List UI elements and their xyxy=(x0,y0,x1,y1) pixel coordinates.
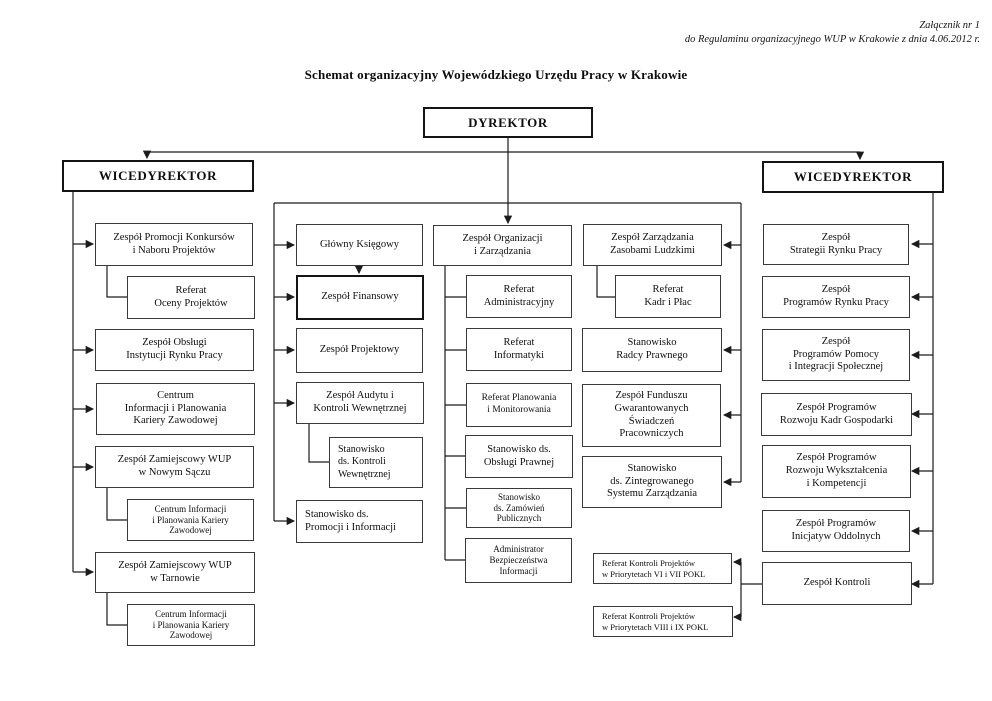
attachment-annotation: Załącznik nr 1 do Regulaminu organizacyj… xyxy=(685,19,980,47)
org-box-stanowisko-radcy-prawnego: Stanowisko Radcy Prawnego xyxy=(582,328,722,372)
org-box-zespol-kontroli: Zespół Kontroli xyxy=(762,562,912,605)
org-box-wicedyrektor-left: WICEDYREKTOR xyxy=(62,160,254,192)
attachment-annotation-line2: do Regulaminu organizacyjnego WUP w Krak… xyxy=(684,34,980,46)
org-box-glowny-ksiegowy: Główny Księgowy xyxy=(296,224,423,266)
org-box-zespol-zamiejscowy-nowy-sacz: Zespół Zamiejscowy WUP w Nowym Sączu xyxy=(95,446,254,488)
org-box-administrator-bezpieczenstwa: Administrator Bezpieczeństwa Informacji xyxy=(465,538,572,583)
org-box-referat-oceny-projektow: Referat Oceny Projektów xyxy=(127,276,255,319)
org-box-zespol-obslugi-instytucji: Zespół Obsługi Instytucji Rynku Pracy xyxy=(95,329,254,371)
org-box-zespol-zamiejscowy-tarnow: Zespół Zamiejscowy WUP w Tarnowie xyxy=(95,552,255,593)
org-box-zespol-projektowy: Zespół Projektowy xyxy=(296,328,423,373)
org-box-centrum-informacji-tarnow: Centrum Informacji i Planowania Kariery … xyxy=(127,604,255,646)
org-box-zespol-promocji-konkursow: Zespół Promocji Konkursów i Naboru Proje… xyxy=(95,223,253,266)
org-box-stanowisko-kontroli-wewnetrznej: Stanowisko ds. Kontroli Wewnętrznej xyxy=(329,437,423,488)
org-box-zespol-organizacji: Zespół Organizacji i Zarządzania xyxy=(433,225,572,266)
org-box-dyrektor: DYREKTOR xyxy=(423,107,593,138)
org-box-stanowisko-obslugi-prawnej: Stanowisko ds. Obsługi Prawnej xyxy=(465,435,573,478)
org-box-zespol-programow-wyksztalcenia: Zespół Programów Rozwoju Wykształcenia i… xyxy=(762,445,911,498)
org-box-zespol-funduszu-gwarantowanych: Zespół Funduszu Gwarantowanych Świadczeń… xyxy=(582,384,721,447)
org-box-referat-kadr-i-plac: Referat Kadr i Płac xyxy=(615,275,721,318)
org-box-zespol-finansowy: Zespół Finansowy xyxy=(296,275,424,320)
org-box-zespol-zarzadzania-zasobami: Zespół Zarządzania Zasobami Ludzkimi xyxy=(583,224,722,266)
org-box-referat-administracyjny: Referat Administracyjny xyxy=(466,275,572,318)
org-box-zespol-programow-pomocy: Zespół Programów Pomocy i Integracji Spo… xyxy=(762,329,910,381)
org-box-stanowisko-zintegrowanego-systemu: Stanowisko ds. Zintegrowanego Systemu Za… xyxy=(582,456,722,508)
org-box-centrum-informacji-nowy-sacz: Centrum Informacji i Planowania Kariery … xyxy=(127,499,254,541)
org-box-stanowisko-promocji-informacji: Stanowisko ds. Promocji i Informacji xyxy=(296,500,423,543)
org-box-stanowisko-zamowien-publicznych: Stanowisko ds. Zamówień Publicznych xyxy=(466,488,572,528)
org-box-wicedyrektor-right: WICEDYREKTOR xyxy=(762,161,944,193)
attachment-annotation-line1: Załącznik nr 1 xyxy=(919,20,980,31)
org-box-referat-kontroli-vi-vii: Referat Kontroli Projektów w Priorytetac… xyxy=(593,553,732,584)
org-box-centrum-informacji-krakow: Centrum Informacji i Planowania Kariery … xyxy=(96,383,255,435)
org-box-zespol-programow-rynku-pracy: Zespół Programów Rynku Pracy xyxy=(762,276,910,318)
org-box-zespol-programow-inicjatyw: Zespół Programów Inicjatyw Oddolnych xyxy=(762,510,910,552)
page-title: Schemat organizacyjny Wojewódzkiego Urzę… xyxy=(304,67,688,82)
org-box-referat-kontroli-viii-ix: Referat Kontroli Projektów w Priorytetac… xyxy=(593,606,733,637)
org-box-referat-planowania: Referat Planowania i Monitorowania xyxy=(466,383,572,427)
org-box-zespol-strategii-rynku-pracy: Zespół Strategii Rynku Pracy xyxy=(763,224,909,265)
org-box-zespol-programow-rozwoju-kadr: Zespół Programów Rozwoju Kadr Gospodarki xyxy=(761,393,912,436)
org-box-referat-informatyki: Referat Informatyki xyxy=(466,328,572,371)
org-box-zespol-audytu: Zespół Audytu i Kontroli Wewnętrznej xyxy=(296,382,424,424)
